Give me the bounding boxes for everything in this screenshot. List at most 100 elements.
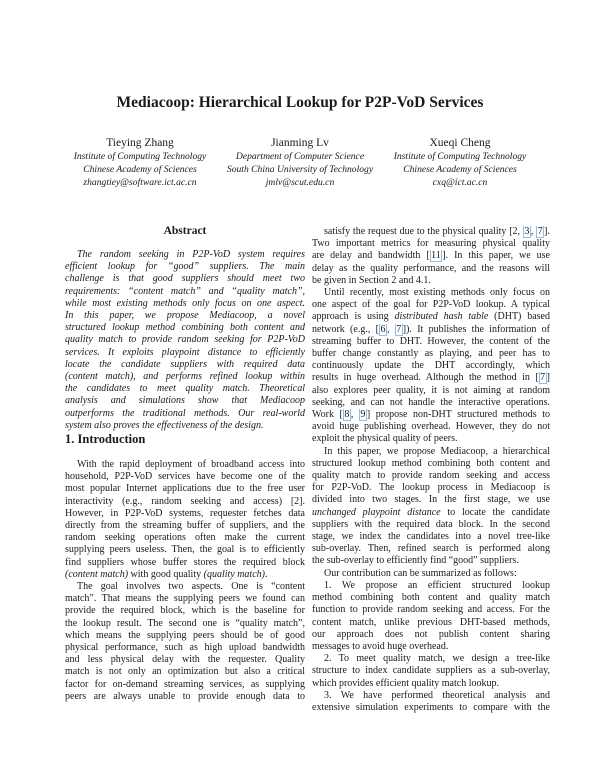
text-segment: provide the required block, which is the… <box>65 605 305 617</box>
text-segment: directly from the streaming buffer of su… <box>65 520 305 532</box>
text-line: find suppliers whose buffer stores the r… <box>65 557 305 569</box>
text-line: household, P2P-VoD services have become … <box>65 471 305 483</box>
text-segment: are delay and bandwidth [ <box>312 250 430 262</box>
text-line: The random seeking in P2P-VoD system req… <box>65 249 305 261</box>
text-segment: function to provide random seeking and a… <box>312 604 550 616</box>
text-line: approach is using distributed hash table… <box>312 311 550 323</box>
text-line: content match, unlike previous DHT-based… <box>312 617 550 629</box>
text-segment: physical performance, such as high uploa… <box>65 642 305 654</box>
author-block: Jianming Lv Department of Computer Scien… <box>200 136 400 189</box>
text-line: structure to index candidate suppliers a… <box>312 665 550 677</box>
paragraph: 1. We propose an efficient structured lo… <box>312 580 550 653</box>
citation-link[interactable]: 8 <box>342 409 351 422</box>
author-block: Tieying Zhang Institute of Computing Tec… <box>40 136 240 189</box>
text-line: unchanged playpoint distance to locate t… <box>312 507 550 519</box>
text-segment: continuously update the DHT accordingly,… <box>312 360 550 372</box>
text-line: match”. That means the supplying peers w… <box>65 593 305 605</box>
text-segment: supplying peers useless. Then, the goal … <box>65 544 305 556</box>
text-line: buffer change constantly as playing, and… <box>312 348 550 360</box>
text-line: provide the required block, which is the… <box>65 605 305 617</box>
paper-title: Mediacoop: Hierarchical Lookup for P2P-V… <box>116 94 484 111</box>
text-segment: requirements: “content match” and “quali… <box>65 285 305 297</box>
text-segment: the candidates to meet quality match. Th… <box>65 383 305 395</box>
text-line: efficient lookup for “good” suppliers. T… <box>65 261 305 273</box>
text-line: messages to avoid huge overhead. <box>312 641 550 653</box>
text-segment: the sub-overlay to efficiently find “goo… <box>312 555 519 567</box>
citation-link[interactable]: 6 <box>378 323 387 336</box>
text-segment: ]. <box>544 226 550 237</box>
text-line: system also proves the effectiveness of … <box>65 420 305 432</box>
text-line: quality match to provide random seeking … <box>312 470 550 482</box>
text-line: outperforms the traditional methods. Our… <box>65 408 305 420</box>
author-name: Xueqi Cheng <box>429 137 491 149</box>
text-line: satisfy the request due to the physical … <box>312 226 550 238</box>
emphasis-text: distributed hash table <box>394 311 489 323</box>
text-segment: challenge is that good suppliers should … <box>65 273 305 285</box>
text-segment: be given in Section 2 and 4.1. <box>312 274 431 286</box>
emphasis-text: (content match) <box>65 568 129 580</box>
text-line: the sub-overlay to efficiently find “goo… <box>312 555 550 567</box>
text-segment: In this paper, we propose Mediacoop, a h… <box>324 445 550 457</box>
text-segment: extensive simulation experiments to comp… <box>312 701 550 713</box>
citation-link[interactable]: 9 <box>358 409 367 422</box>
citation-link[interactable]: 7 <box>536 226 545 238</box>
text-segment: . <box>264 568 268 580</box>
text-segment: factor for on-demand streaming services,… <box>65 678 305 690</box>
citation-link[interactable]: 7 <box>394 323 403 336</box>
text-line: our approach does not publish content sh… <box>312 629 550 641</box>
text-line: (content match), and performs refined lo… <box>65 371 305 383</box>
text-segment: ] <box>546 372 550 384</box>
text-line: network (e.g., [6, 7]). It publishes the… <box>312 323 550 336</box>
text-segment: match is not only an optimization but al… <box>65 666 305 678</box>
text-segment: also explores peer quality, it is not ai… <box>312 384 550 396</box>
text-segment: 1. We propose an efficient structured lo… <box>324 579 550 591</box>
paragraph: satisfy the request due to the physical … <box>312 226 550 287</box>
text-line: delay as the quality performance, and th… <box>312 263 550 275</box>
text-line: which provides efficient quality match l… <box>312 678 550 690</box>
text-segment: 2. To meet quality match, we design a tr… <box>324 653 550 665</box>
text-segment: system also proves the effectiveness of … <box>65 419 264 431</box>
text-line: method combining both content and qualit… <box>312 592 550 604</box>
citation-link[interactable]: 7 <box>538 372 547 385</box>
author-affiliation: Institute of Computing Technology <box>393 151 527 162</box>
text-line: 1. We propose an efficient structured lo… <box>312 580 550 592</box>
text-segment: The goal involves two aspects. One is “c… <box>77 581 305 593</box>
text-segment: method combining both content and qualit… <box>312 592 550 604</box>
text-segment: network (e.g., [ <box>312 323 379 335</box>
text-line: the lookup result. The second one is “qu… <box>65 618 305 630</box>
text-line: directly from the streaming buffer of su… <box>65 520 305 532</box>
text-segment: However, in P2P-VoD systems, requester f… <box>65 507 305 519</box>
text-line: Two important metrics for measuring phys… <box>312 238 550 250</box>
text-line: sub-overlay. Then, refined search is per… <box>312 543 550 555</box>
paragraph: The goal involves two aspects. One is “c… <box>65 581 305 703</box>
text-line: results in huge overhead. Although the m… <box>312 372 550 385</box>
author-affiliation: South China University of Technology <box>226 164 374 175</box>
text-segment: find suppliers whose buffer stores the r… <box>65 556 305 568</box>
paragraph: 2. To meet quality match, we design a tr… <box>312 653 550 690</box>
text-line: match is not only an optimization but al… <box>65 666 305 678</box>
text-segment: streaming buffer to DHT. However, the co… <box>312 335 550 347</box>
author-email: jmlv@scut.edu.cn <box>265 177 335 188</box>
text-segment: outperforms the traditional methods. Our… <box>65 407 305 419</box>
text-segment: , <box>530 226 537 237</box>
text-segment: stage, we index the candidates into a no… <box>312 531 550 543</box>
text-segment: which means the supplying peers should b… <box>65 629 305 641</box>
text-line: In this paper, we propose Mediacoop, a n… <box>65 310 305 322</box>
text-line: suppliers with the required data block. … <box>312 519 550 531</box>
text-segment: structure to index candidate suppliers a… <box>312 665 550 677</box>
text-segment: delay as the quality performance, and th… <box>312 262 550 274</box>
text-line: requirements: “content match” and “quali… <box>65 286 305 298</box>
text-line: 2. To meet quality match, we design a tr… <box>312 653 550 665</box>
emphasis-text: unchanged playpoint distance <box>312 506 441 518</box>
text-segment: (content match), and performs refined lo… <box>65 371 305 383</box>
introduction-heading: 1. Introduction <box>65 432 146 446</box>
citation-link[interactable]: 3 <box>522 226 531 238</box>
text-segment: 3. We have performed theoretical analysi… <box>324 689 550 701</box>
text-line: streaming buffer to DHT. However, the co… <box>312 336 550 348</box>
text-segment: The random seeking in P2P-VoD system req… <box>77 249 305 260</box>
text-segment: for P2P-VoD. The lookup process in Media… <box>312 482 550 494</box>
author-affiliation: Chinese Academy of Sciences <box>403 164 517 175</box>
text-segment: satisfy the request due to the physical … <box>324 226 523 237</box>
text-segment: household, P2P-VoD services have become … <box>65 471 305 483</box>
citation-link[interactable]: 11 <box>429 250 443 263</box>
